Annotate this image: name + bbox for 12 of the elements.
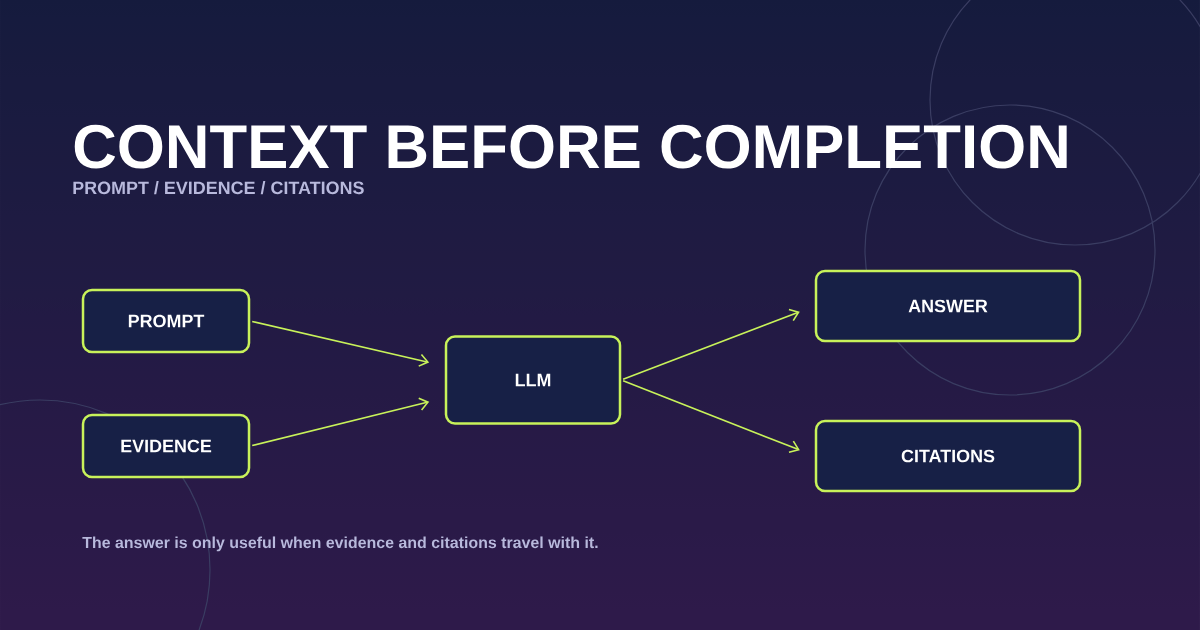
- process-box: EVIDENCE: [81, 413, 251, 479]
- process-box: PROMPT: [81, 288, 251, 354]
- arrow: [251, 320, 430, 367]
- title: CONTEXT BEFORE COMPLETION: [74, 124, 1067, 169]
- process-box: CITATIONS: [814, 419, 1082, 493]
- process-box: ANSWER: [814, 269, 1082, 343]
- caption: The answer is only useful when evidence and citations travel with it.: [82, 536, 598, 552]
- arrow: [622, 308, 800, 381]
- arrow: [622, 379, 800, 454]
- subtitle: PROMPT / EVIDENCE / CITATIONS: [73, 181, 364, 195]
- arrow: [251, 397, 430, 447]
- process-box: LLM: [444, 335, 622, 425]
